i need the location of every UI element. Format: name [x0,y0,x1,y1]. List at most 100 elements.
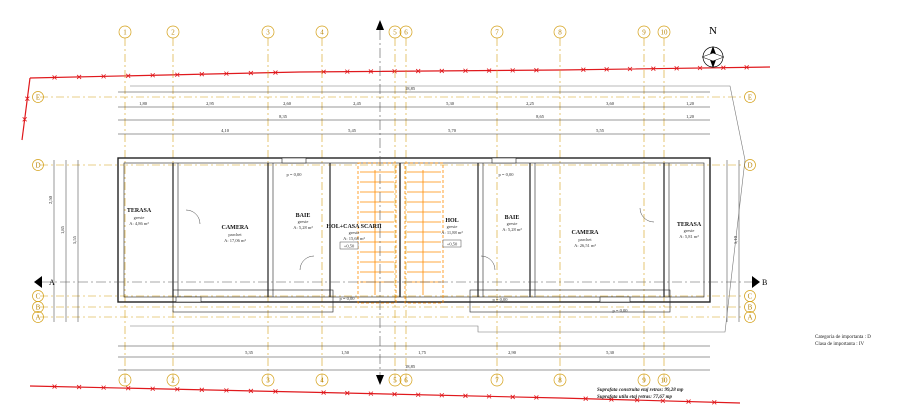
axis-label-9-bottom: 9 [642,377,646,385]
boundary-x-mark [76,384,82,390]
svg-text:gresie: gresie [134,215,145,220]
boundary-x-mark [273,389,278,394]
axis-label-e: E [36,94,40,102]
level-mark: p = 0,00 [340,296,356,302]
boundary-x-mark [510,394,516,400]
svg-text:CAMERA: CAMERA [222,225,250,231]
svg-text:gresie: gresie [298,219,309,224]
svg-text:gresie: gresie [507,221,518,226]
svg-text:2,25: 2,25 [526,101,535,107]
boundary-x-mark [52,75,57,80]
level-mark: p = 0,00 [493,297,509,303]
boundary-x-mark [486,394,492,399]
svg-text:8,35: 8,35 [279,114,288,120]
svg-text:5,55: 5,55 [72,235,78,244]
boundary-x-mark [25,96,30,101]
svg-text:A: 15,68 m²: A: 15,68 m² [343,236,365,242]
svg-text:parchet: parchet [578,237,592,242]
axis-label-e-right: E [748,94,752,102]
room-terasa-right: TERASA gresie A: 5,81 m² [677,222,702,240]
dimension-texts: 18,85 1,80 2,95 2,60 2,45 5,30 2,25 3,60… [48,86,739,370]
level-mark: +0,50 [447,242,458,248]
boundary-x-mark [174,386,180,392]
walls [117,157,711,313]
svg-text:1,85: 1,85 [60,225,66,234]
boundary-x-mark [248,70,254,76]
svg-text:1,20: 1,20 [686,101,695,107]
svg-text:gresie: gresie [684,228,695,233]
axis-labels-top: 1 2 3 4 5 6 7 8 9 10 [123,29,668,37]
svg-text:5,70: 5,70 [448,128,457,134]
axis-label-2: 2 [171,29,175,37]
boundary-x-mark [125,385,131,391]
axis-bubbles-top [118,25,671,39]
axis-label-c: C [36,293,41,301]
boundary-x-mark [273,70,278,75]
boundary-x-mark [744,65,749,70]
room-baie-left: BAIE gresie A: 5,28 m² [293,213,313,231]
dim-total-bottom: 18,85 [405,364,416,370]
boundary-x-mark [510,68,516,73]
boundary-x-mark [101,385,106,390]
svg-text:A: 5,28 m²: A: 5,28 m² [502,227,522,233]
svg-text:A: 11,88 m²: A: 11,88 m² [441,230,463,236]
svg-text:2,95: 2,95 [206,101,215,107]
room-camera-right: CAMERA parchet A: 26,51 m² [572,230,600,249]
boundary-x-mark [224,71,229,76]
boundary-x-mark [199,71,205,77]
section-label-a-left: A [49,278,55,287]
site-outline [130,85,746,333]
axis-label-2-bottom: 2 [171,377,175,385]
boundary-x-mark [439,392,445,398]
svg-text:5,55: 5,55 [596,128,605,134]
axis-bubbles-bottom [118,373,671,387]
svg-text:2,45: 2,45 [353,101,362,107]
svg-text:1,75: 1,75 [418,350,427,356]
svg-text:gresie: gresie [349,230,360,235]
axis-label-c-right: C [748,293,753,301]
svg-text:HOL+CASA SCARII: HOL+CASA SCARII [326,224,382,230]
axis-labels-bottom: 1 2 3 4 5 6 7 8 9 10 [123,377,668,385]
boundary-x-mark [651,66,656,71]
boundary-x-mark [224,388,229,393]
room-camera-left: CAMERA parchet A: 17,06 m² [222,225,250,244]
axis-label-d: D [35,162,40,170]
boundary-x-mark [534,67,539,73]
svg-text:CAMERA: CAMERA [572,230,600,236]
room-hol: HOL gresie A: 11,88 m² [441,218,463,236]
level-mark: +0,50 [344,244,355,250]
boundary-x-mark [439,68,445,74]
axis-label-6-bottom: 6 [404,377,408,385]
boundary-x-mark [368,391,374,396]
axis-label-8-bottom: 8 [558,377,562,385]
axis-label-7: 7 [495,29,499,37]
svg-text:A: 26,51 m²: A: 26,51 m² [574,243,596,249]
stairs [357,162,444,304]
boundary-x-mark [534,395,539,400]
boundary-x-mark [721,65,726,70]
boundary-x-mark [101,74,106,79]
axis-label-4: 4 [320,29,324,37]
svg-text:5,10: 5,10 [733,235,739,244]
boundary-x-mark [150,386,156,392]
boundary-x-mark [150,72,156,78]
axis-label-9: 9 [642,29,646,37]
categoria-note: Categoria de importanta : D [815,335,871,340]
svg-text:TERASA: TERASA [127,208,152,214]
svg-text:5,45: 5,45 [348,128,357,134]
property-boundary-top [21,66,771,141]
axis-label-a: A [35,314,40,322]
section-marker-a: A B [34,276,767,288]
axis-bubbles-side [32,91,756,323]
section-marker-vertical [376,20,384,385]
axis-labels-side: E D C B A E D C B A [35,94,752,322]
boundary-x-mark [634,397,640,403]
svg-text:A: 17,06 m²: A: 17,06 m² [224,238,246,244]
svg-text:2,90: 2,90 [508,350,517,356]
svg-text:A: 5,81 m²: A: 5,81 m² [679,234,699,240]
suprafata-utila: Suprafata utila etaj retras: 77,67 mp [597,395,673,400]
property-boundary-bottom [29,385,741,404]
axis-label-d-right: D [747,162,752,170]
boundary-x-mark [627,66,633,72]
north-arrow-icon: N [701,25,725,68]
